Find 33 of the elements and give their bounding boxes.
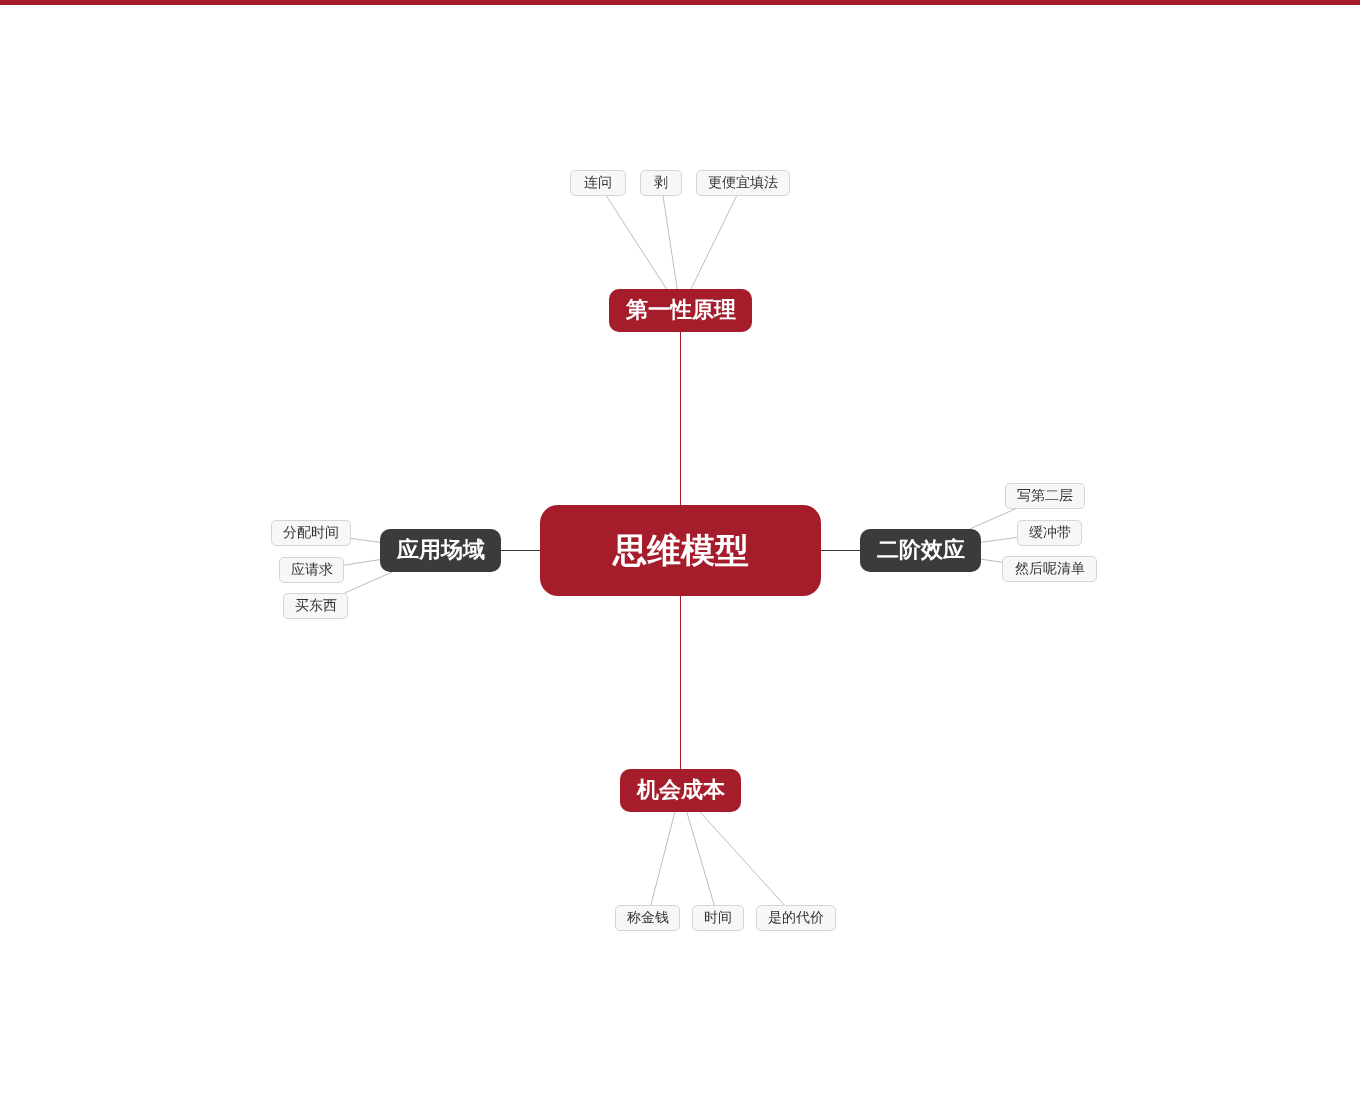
- connector-line: [980, 536, 1018, 543]
- subtopic-box: 分配时间: [271, 520, 351, 546]
- connector-line: [699, 811, 785, 906]
- connector-line: [500, 550, 541, 551]
- subtopic-box: 然后呢清单: [1002, 556, 1097, 582]
- connector-line: [680, 595, 681, 770]
- connector-line: [343, 559, 381, 566]
- subtopic-box: 称金钱: [615, 905, 680, 931]
- topic-box: 应用场域: [380, 529, 501, 572]
- connector-line: [650, 811, 676, 906]
- topic-box: 二阶效应: [860, 529, 981, 572]
- subtopic-box: 是的代价: [756, 905, 836, 931]
- connector-line: [605, 195, 668, 290]
- connector-line: [969, 508, 1016, 530]
- connector-line: [662, 195, 678, 290]
- connector-line: [820, 550, 861, 551]
- subtopic-box: 缓冲带: [1017, 520, 1082, 546]
- central-topic-box: 思维模型: [540, 505, 821, 596]
- connector-line: [344, 571, 393, 594]
- connector-line: [350, 537, 381, 543]
- subtopic-box: 剥: [640, 170, 682, 196]
- connector-line: [980, 558, 1003, 563]
- topic-box: 第一性原理: [609, 289, 752, 332]
- topic-box: 机会成本: [620, 769, 741, 812]
- connector-line: [686, 811, 715, 906]
- subtopic-box: 写第二层: [1005, 483, 1085, 509]
- subtopic-box: 连问: [570, 170, 626, 196]
- subtopic-box: 时间: [692, 905, 744, 931]
- subtopic-box: 买东西: [283, 593, 348, 619]
- subtopic-box: 应请求: [279, 557, 344, 583]
- connector-line: [690, 195, 738, 290]
- subtopic-box: 更便宜填法: [696, 170, 790, 196]
- connector-line: [680, 331, 681, 506]
